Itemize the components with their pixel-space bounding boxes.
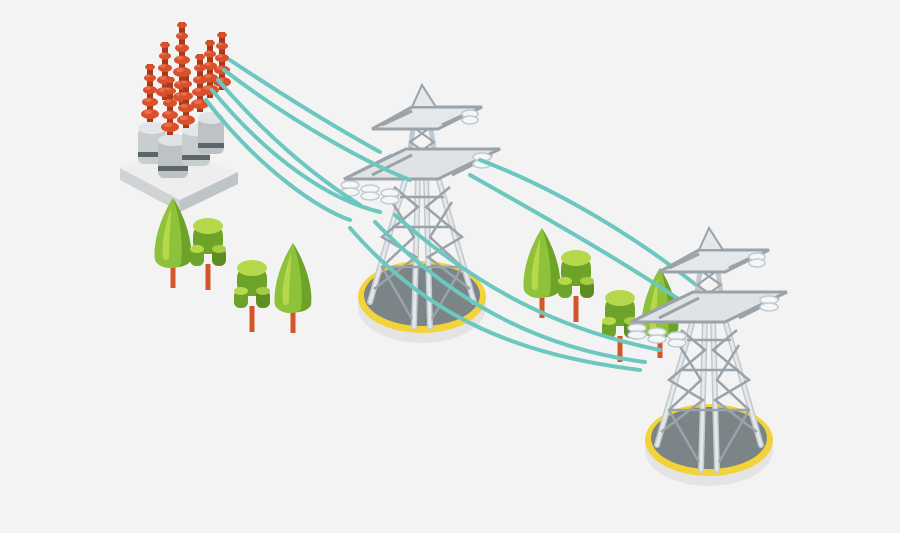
tree-icon [234,260,270,332]
tree-icon [190,218,226,290]
substation-transformer-icon [120,22,238,212]
tree-icon [274,243,312,333]
tree-icon [558,250,594,322]
transmission-tower-icon [628,228,787,486]
tree-icon [154,198,192,288]
tree-group-left [154,198,312,333]
tree-icon [523,228,561,318]
